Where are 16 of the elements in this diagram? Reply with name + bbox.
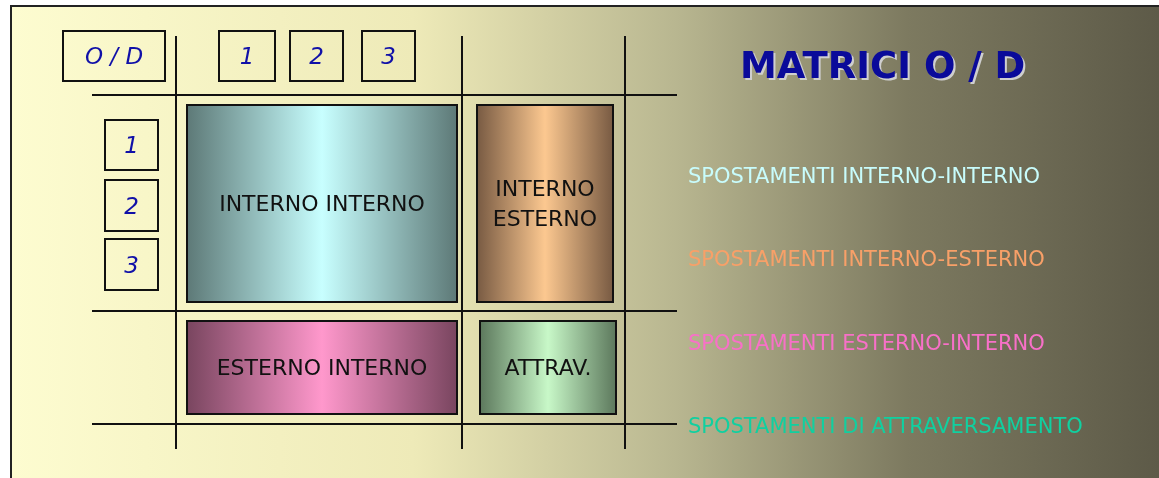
- zone-number-box: 2: [104, 179, 159, 232]
- zone-number-box: 3: [361, 30, 416, 82]
- zone-number-box: 1: [218, 30, 276, 82]
- category-label: SPOSTAMENTI INTERNO-INTERNO: [688, 164, 1041, 188]
- matrix-block: ATTRAV.: [479, 320, 617, 415]
- category-label: SPOSTAMENTI INTERNO-ESTERNO: [688, 247, 1045, 271]
- zone-number-box: 3: [104, 238, 159, 291]
- zone-number-box: 1: [104, 119, 159, 171]
- slide-title: MATRICI O / D: [740, 44, 1026, 87]
- category-label: SPOSTAMENTI ESTERNO-INTERNO: [688, 331, 1045, 355]
- matrix-block: INTERNO ESTERNO: [476, 104, 614, 303]
- od-header-box: O / D: [62, 30, 166, 82]
- zone-number-box: 2: [289, 30, 344, 82]
- matrix-block: INTERNO INTERNO: [186, 104, 458, 303]
- matrix-block: ESTERNO INTERNO: [186, 320, 458, 415]
- category-label: SPOSTAMENTI DI ATTRAVERSAMENTO: [688, 414, 1083, 438]
